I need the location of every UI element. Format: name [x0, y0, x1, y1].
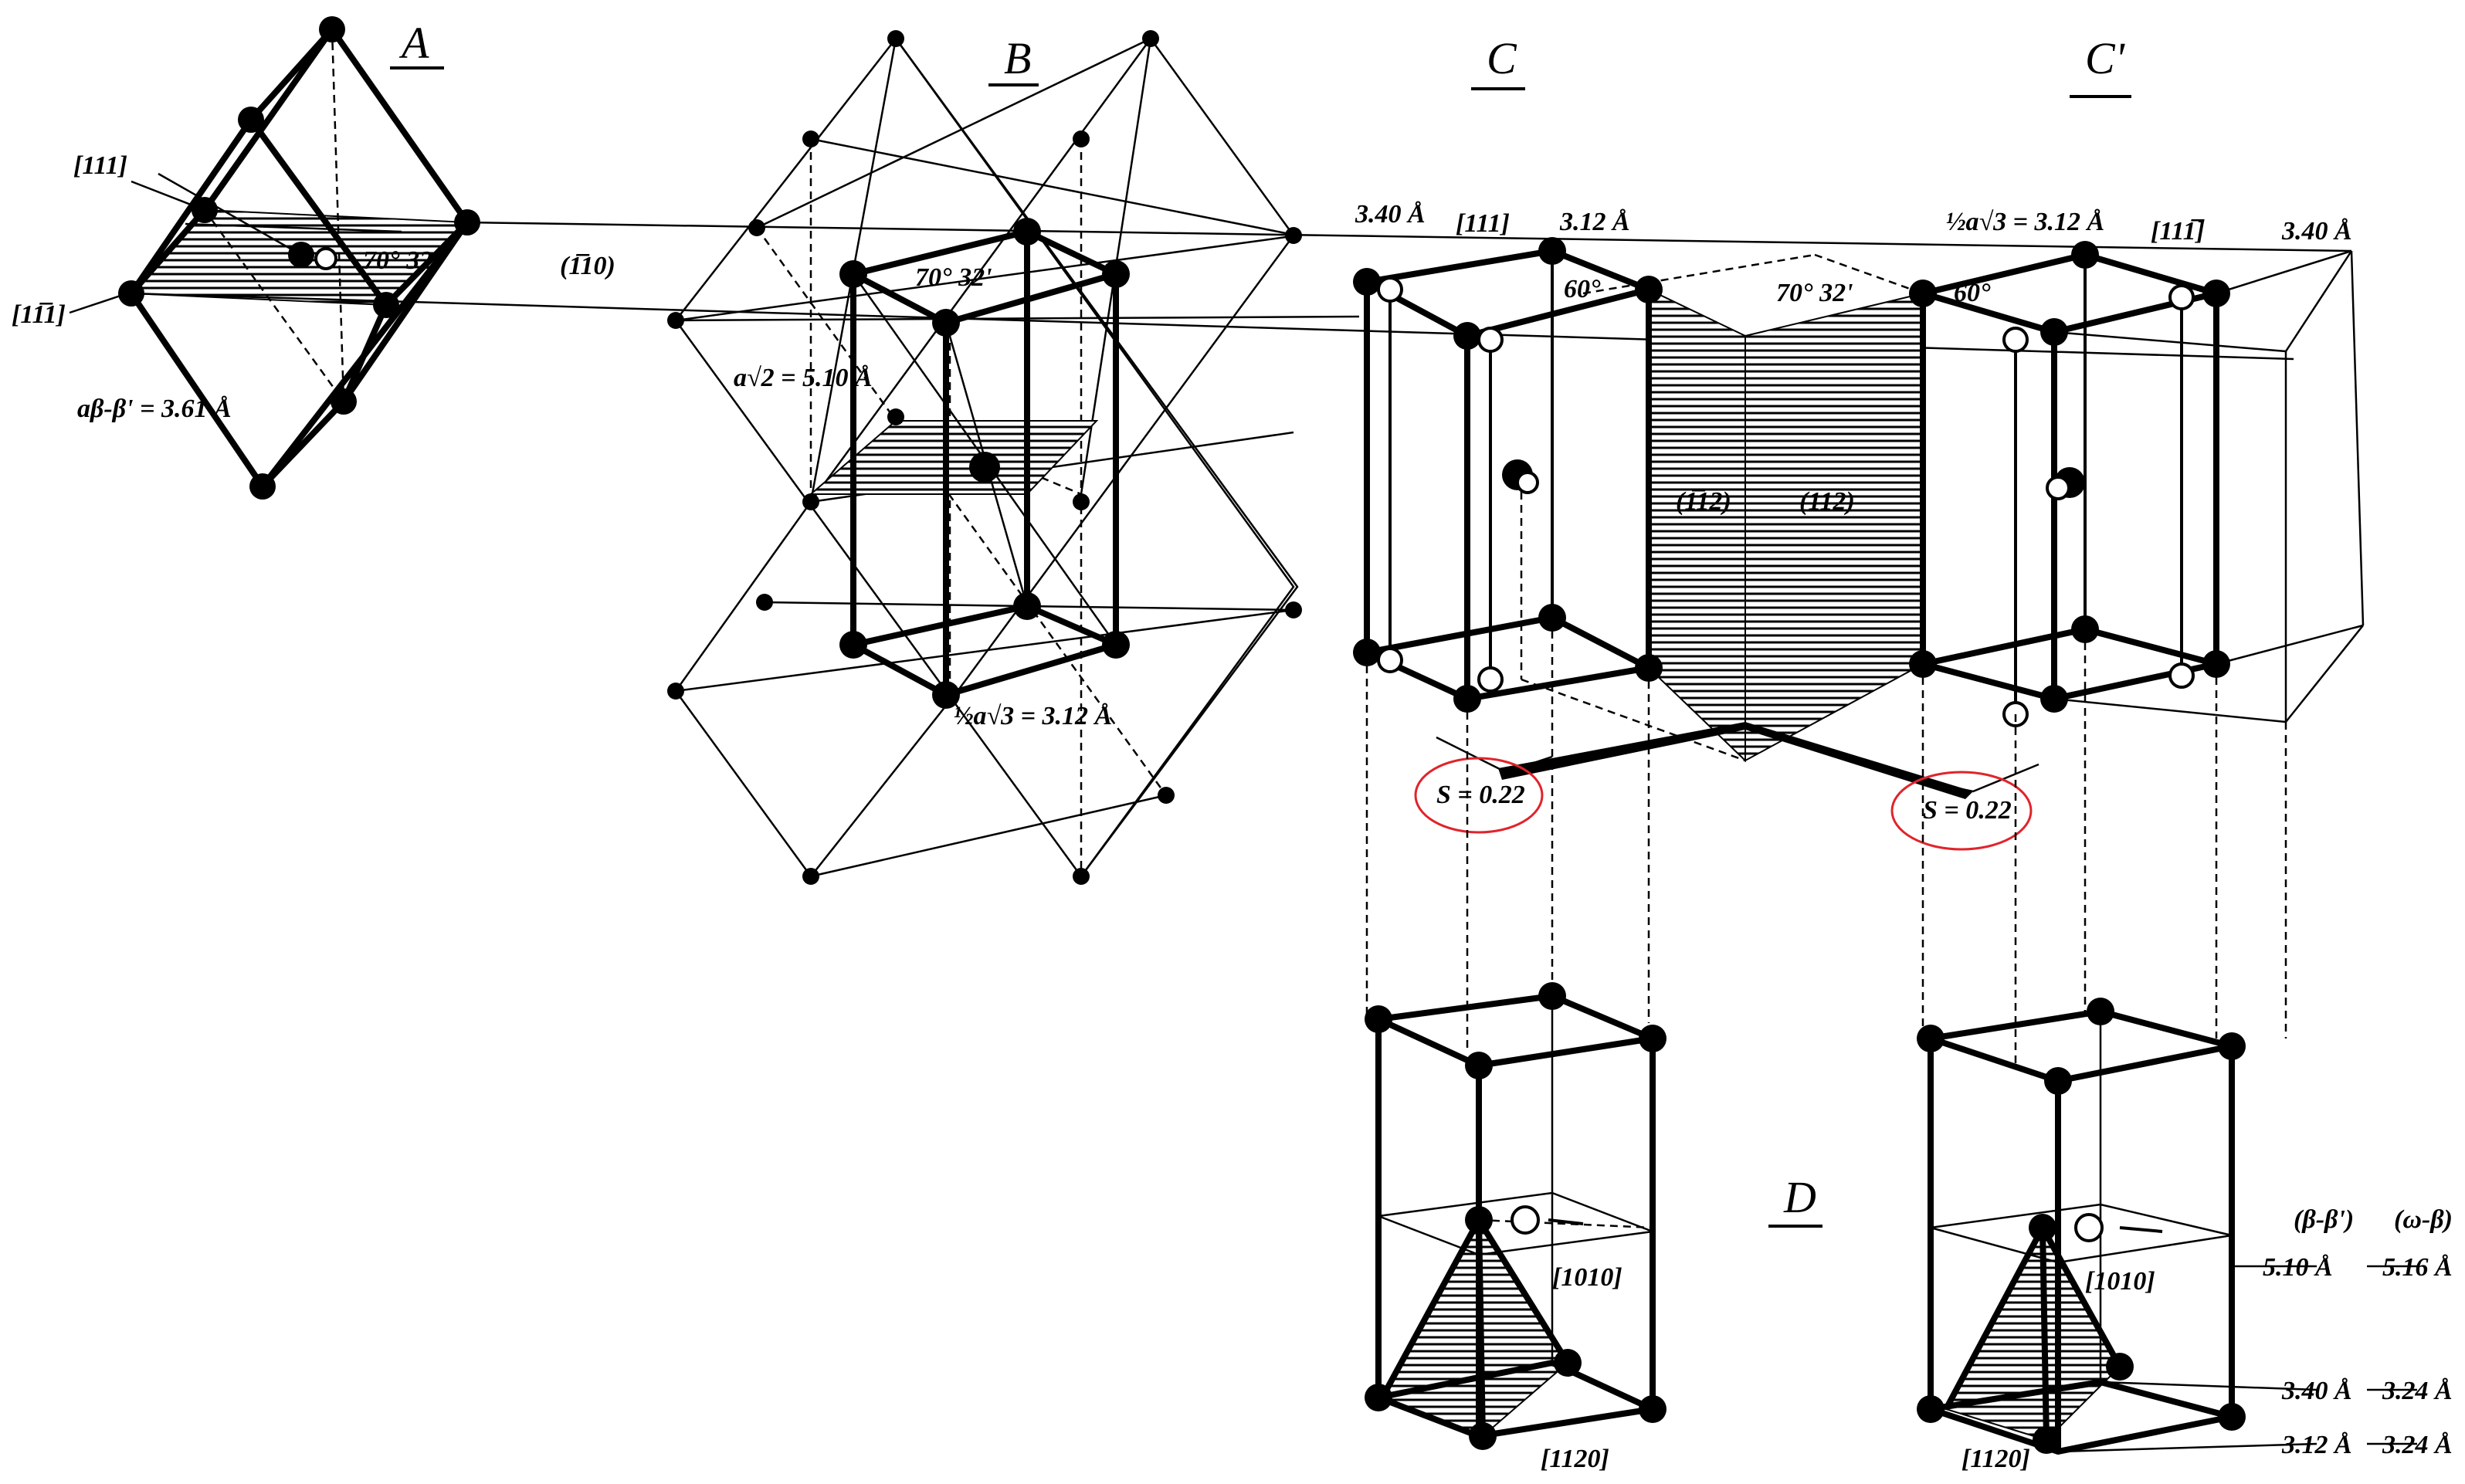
- shift-right-highlight: [1890, 771, 2033, 851]
- panel-d-left-cell: [1365, 982, 1667, 1450]
- panel-c-angle-60: 60°: [1564, 275, 1601, 303]
- panel-b-angle: 70° 32': [915, 263, 992, 292]
- panel-c-dir-111: [111]: [1456, 209, 1510, 238]
- plane-1bar12-label: (1̅12): [1676, 487, 1731, 516]
- panel-c-prime-angle-60: 60°: [1954, 279, 1991, 307]
- shift-right-label: S = 0.22: [1923, 796, 2012, 825]
- panel-c-prime-title: C': [2085, 33, 2126, 83]
- panel-d-right-dir-1010: [1010]: [2085, 1267, 2155, 1296]
- panel-b-param-avsqrt2: a√2 = 5.10 Å: [734, 364, 873, 392]
- panel-c-dist-340: 3.40 Å: [1355, 200, 1426, 229]
- panel-a-dir-111: [111]: [73, 151, 127, 180]
- panel-b-title: B: [1004, 33, 1031, 83]
- row2-left: 3.40 Å: [2281, 1377, 2352, 1405]
- panel-d-right-dir-1120: [1120]: [1961, 1445, 2030, 1473]
- plane-112-hatch: [1744, 292, 1924, 762]
- plane-1bar10-label: (1̅10): [560, 252, 615, 280]
- panel-b-cell: [667, 30, 1302, 885]
- panel-d-right-pyramid: [1945, 1225, 2121, 1442]
- shift-indicators: [1414, 722, 2039, 851]
- panel-c-prime-cell: [1582, 241, 2365, 762]
- row1-right: 5.16 Å: [2382, 1253, 2453, 1282]
- row3-right: 3.24 Å: [2382, 1431, 2453, 1459]
- panel-a-angle: 70° 32': [363, 246, 440, 275]
- panel-d-title: D: [1783, 1172, 1816, 1222]
- panel-a-param: aβ-β' = 3.61 Å: [77, 395, 232, 423]
- projection-lines: [1365, 618, 2287, 1066]
- phase-omega-label: (ω-β): [2394, 1205, 2453, 1234]
- panel-a-title: A: [398, 18, 429, 68]
- panel-d-left-dir-1120: [1120]: [1541, 1445, 1609, 1473]
- panel-c-prime-dist-340: 3.40 Å: [2281, 217, 2352, 246]
- panel-a-cell: [69, 16, 480, 500]
- panel-c-dist-312: 3.12 Å: [1559, 208, 1630, 236]
- row1-left: 5.10 Å: [2263, 1253, 2333, 1282]
- plane-1bar12-hatch: [1648, 288, 1746, 763]
- row2-right: 3.24 Å: [2382, 1377, 2453, 1405]
- panel-c-title: C: [1487, 33, 1517, 83]
- plane-connector-lines: [131, 221, 2352, 361]
- mid-angle: 70° 32': [1776, 279, 1853, 307]
- panel-d-left-dir-1010: [1010]: [1552, 1263, 1622, 1292]
- parameter-arrows: [2057, 1265, 2417, 1453]
- panel-b-param-half: ½a√3 = 3.12 Å: [954, 702, 1112, 730]
- panel-d-right-cell: [1917, 998, 2246, 1455]
- panel-c-prime-half: ½a√3 = 3.12 Å: [1946, 208, 2104, 236]
- shift-left-highlight: [1414, 757, 1544, 834]
- plane-112-label: (112): [1799, 487, 1855, 516]
- row3-left: 3.12 Å: [2281, 1431, 2352, 1459]
- panel-c-prime-dir: [111̅]: [2151, 217, 2206, 246]
- panel-c-cell: [1353, 237, 1746, 763]
- phase-beta-label: (β-β'): [2294, 1205, 2354, 1234]
- panel-a-dir-11bar1: [11̅1]: [12, 300, 66, 329]
- shift-left-label: S = 0.22: [1436, 781, 1525, 809]
